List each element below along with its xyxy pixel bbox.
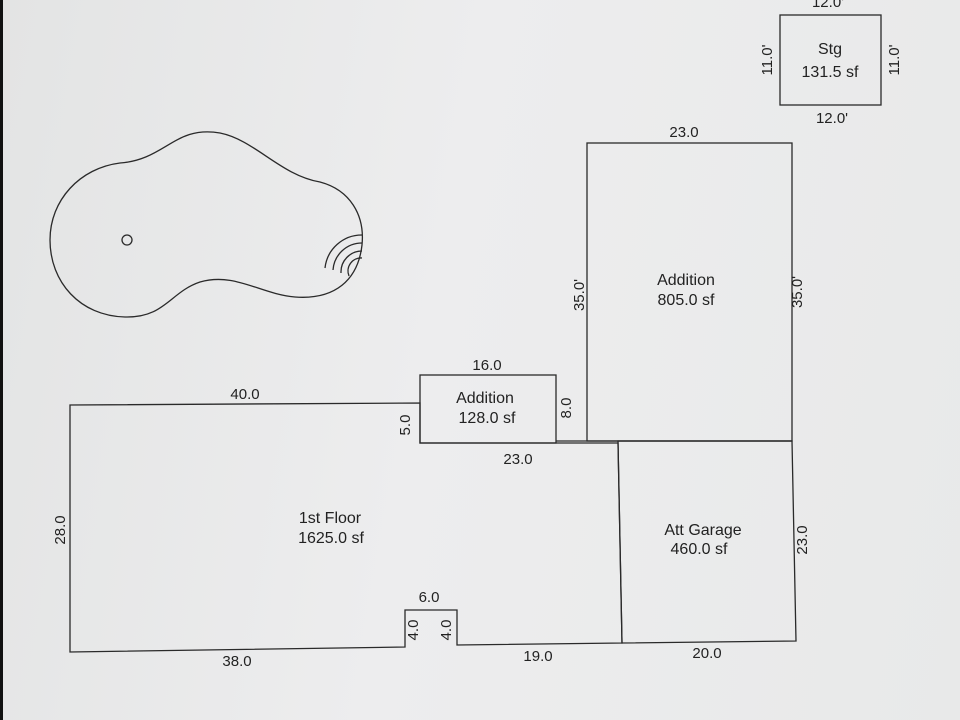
storage-area: 131.5 sf xyxy=(802,64,859,81)
screen-bezel xyxy=(0,0,3,720)
addition-small-outline xyxy=(419,374,557,444)
first-floor-outline xyxy=(69,402,623,653)
addition-large-name: Addition xyxy=(657,272,715,289)
dim-addl-right: 35.0' xyxy=(789,276,806,308)
first-floor-room: 40.0 28.0 38.0 23.0 6.0 4.0 4.0 19.0 1st… xyxy=(52,386,792,670)
dim-ff-bottom-right: 19.0 xyxy=(523,648,552,665)
dim-adds-left: 5.0 xyxy=(397,415,414,436)
first-floor-area: 1625.0 sf xyxy=(298,530,364,547)
addition-small-room: 16.0 5.0 8.0 Addition 128.0 sf xyxy=(397,357,575,444)
pool-outline xyxy=(49,131,364,318)
dim-adds-right: 8.0 xyxy=(558,398,575,419)
dim-garage-right: 23.0 xyxy=(794,525,811,554)
addition-large-room: 23.0 35.0' 35.0' Addition 805.0 sf xyxy=(571,124,806,442)
dim-ff-mid: 23.0 xyxy=(503,451,532,468)
dim-ff-bottom-left: 38.0 xyxy=(222,653,251,670)
pool-drain-icon xyxy=(121,234,133,246)
dim-addl-top: 23.0 xyxy=(669,124,698,141)
storage-name: Stg xyxy=(818,41,842,58)
dim-addl-left: 35.0' xyxy=(571,279,588,311)
dim-adds-top: 16.0 xyxy=(472,357,501,374)
addition-small-area: 128.0 sf xyxy=(459,410,516,427)
dim-ff-left: 28.0 xyxy=(52,515,69,544)
dim-stg-bottom: 12.0' xyxy=(816,110,848,127)
storage-outline xyxy=(779,14,882,106)
addition-small-name: Addition xyxy=(456,390,514,407)
first-floor-name: 1st Floor xyxy=(299,510,362,527)
dim-garage-bottom: 20.0 xyxy=(692,645,721,662)
dim-notch-right: 4.0 xyxy=(438,620,455,641)
dim-ff-top: 40.0 xyxy=(230,386,259,403)
garage-name: Att Garage xyxy=(664,522,741,539)
garage-room: 23.0 20.0 Att Garage 460.0 sf xyxy=(617,440,811,662)
garage-area: 460.0 sf xyxy=(671,541,728,558)
addition-large-area: 805.0 sf xyxy=(658,292,715,309)
dim-notch-top: 6.0 xyxy=(419,589,440,606)
dim-stg-right: 11.0' xyxy=(886,44,903,75)
dim-notch-left: 4.0 xyxy=(405,620,422,641)
garage-outline xyxy=(617,440,797,644)
dim-stg-top: 12.0' xyxy=(812,0,844,11)
pool-steps-icon xyxy=(324,234,363,277)
pool xyxy=(49,131,364,318)
dim-stg-left: 11.0' xyxy=(759,44,776,75)
storage-room: 12.0' 11.0' 11.0' 12.0' Stg 131.5 sf xyxy=(759,0,903,127)
